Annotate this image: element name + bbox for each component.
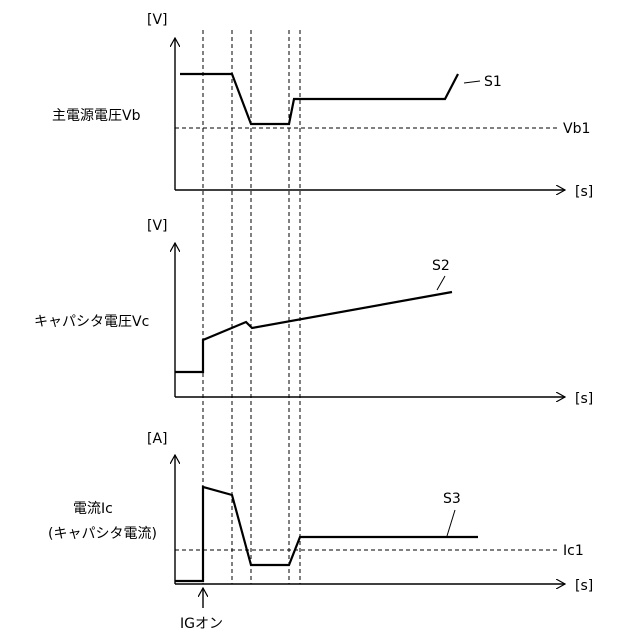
curve-s2 xyxy=(175,292,452,372)
curve-s1 xyxy=(180,74,458,124)
curve-name: S2 xyxy=(432,258,450,274)
y-unit-label: [V] xyxy=(147,218,168,234)
curve-leader xyxy=(464,81,480,83)
panel-main-voltage: [V] [s] 主電源電圧Vb Vb1 S1 xyxy=(52,12,593,200)
curve-name: S3 xyxy=(443,491,461,507)
threshold-label: Vb1 xyxy=(563,121,590,137)
curve-s3 xyxy=(175,487,478,581)
x-unit-label: [s] xyxy=(575,578,593,594)
signal-label-sub: (キャパシタ電流) xyxy=(48,526,157,542)
signal-label: 主電源電圧Vb xyxy=(52,108,141,124)
panel-capacitor-voltage: [V] [s] キャパシタ電圧Vc S2 xyxy=(34,218,593,407)
signal-label: キャパシタ電圧Vc xyxy=(34,314,149,330)
threshold-label: Ic1 xyxy=(563,543,584,559)
x-unit-label: [s] xyxy=(575,391,593,407)
x-unit-label: [s] xyxy=(575,184,593,200)
curve-leader xyxy=(437,276,445,290)
event-label: IGオン xyxy=(180,616,223,632)
y-unit-label: [V] xyxy=(147,12,168,28)
timing-markers xyxy=(203,30,300,584)
ignition-on-marker: IGオン xyxy=(180,588,223,632)
panel-current: [A] [s] 電流Ic (キャパシタ電流) Ic1 S3 xyxy=(48,431,593,594)
curve-name: S1 xyxy=(484,74,502,90)
curve-leader xyxy=(447,510,455,536)
y-unit-label: [A] xyxy=(147,431,168,447)
signal-label: 電流Ic xyxy=(73,501,113,517)
